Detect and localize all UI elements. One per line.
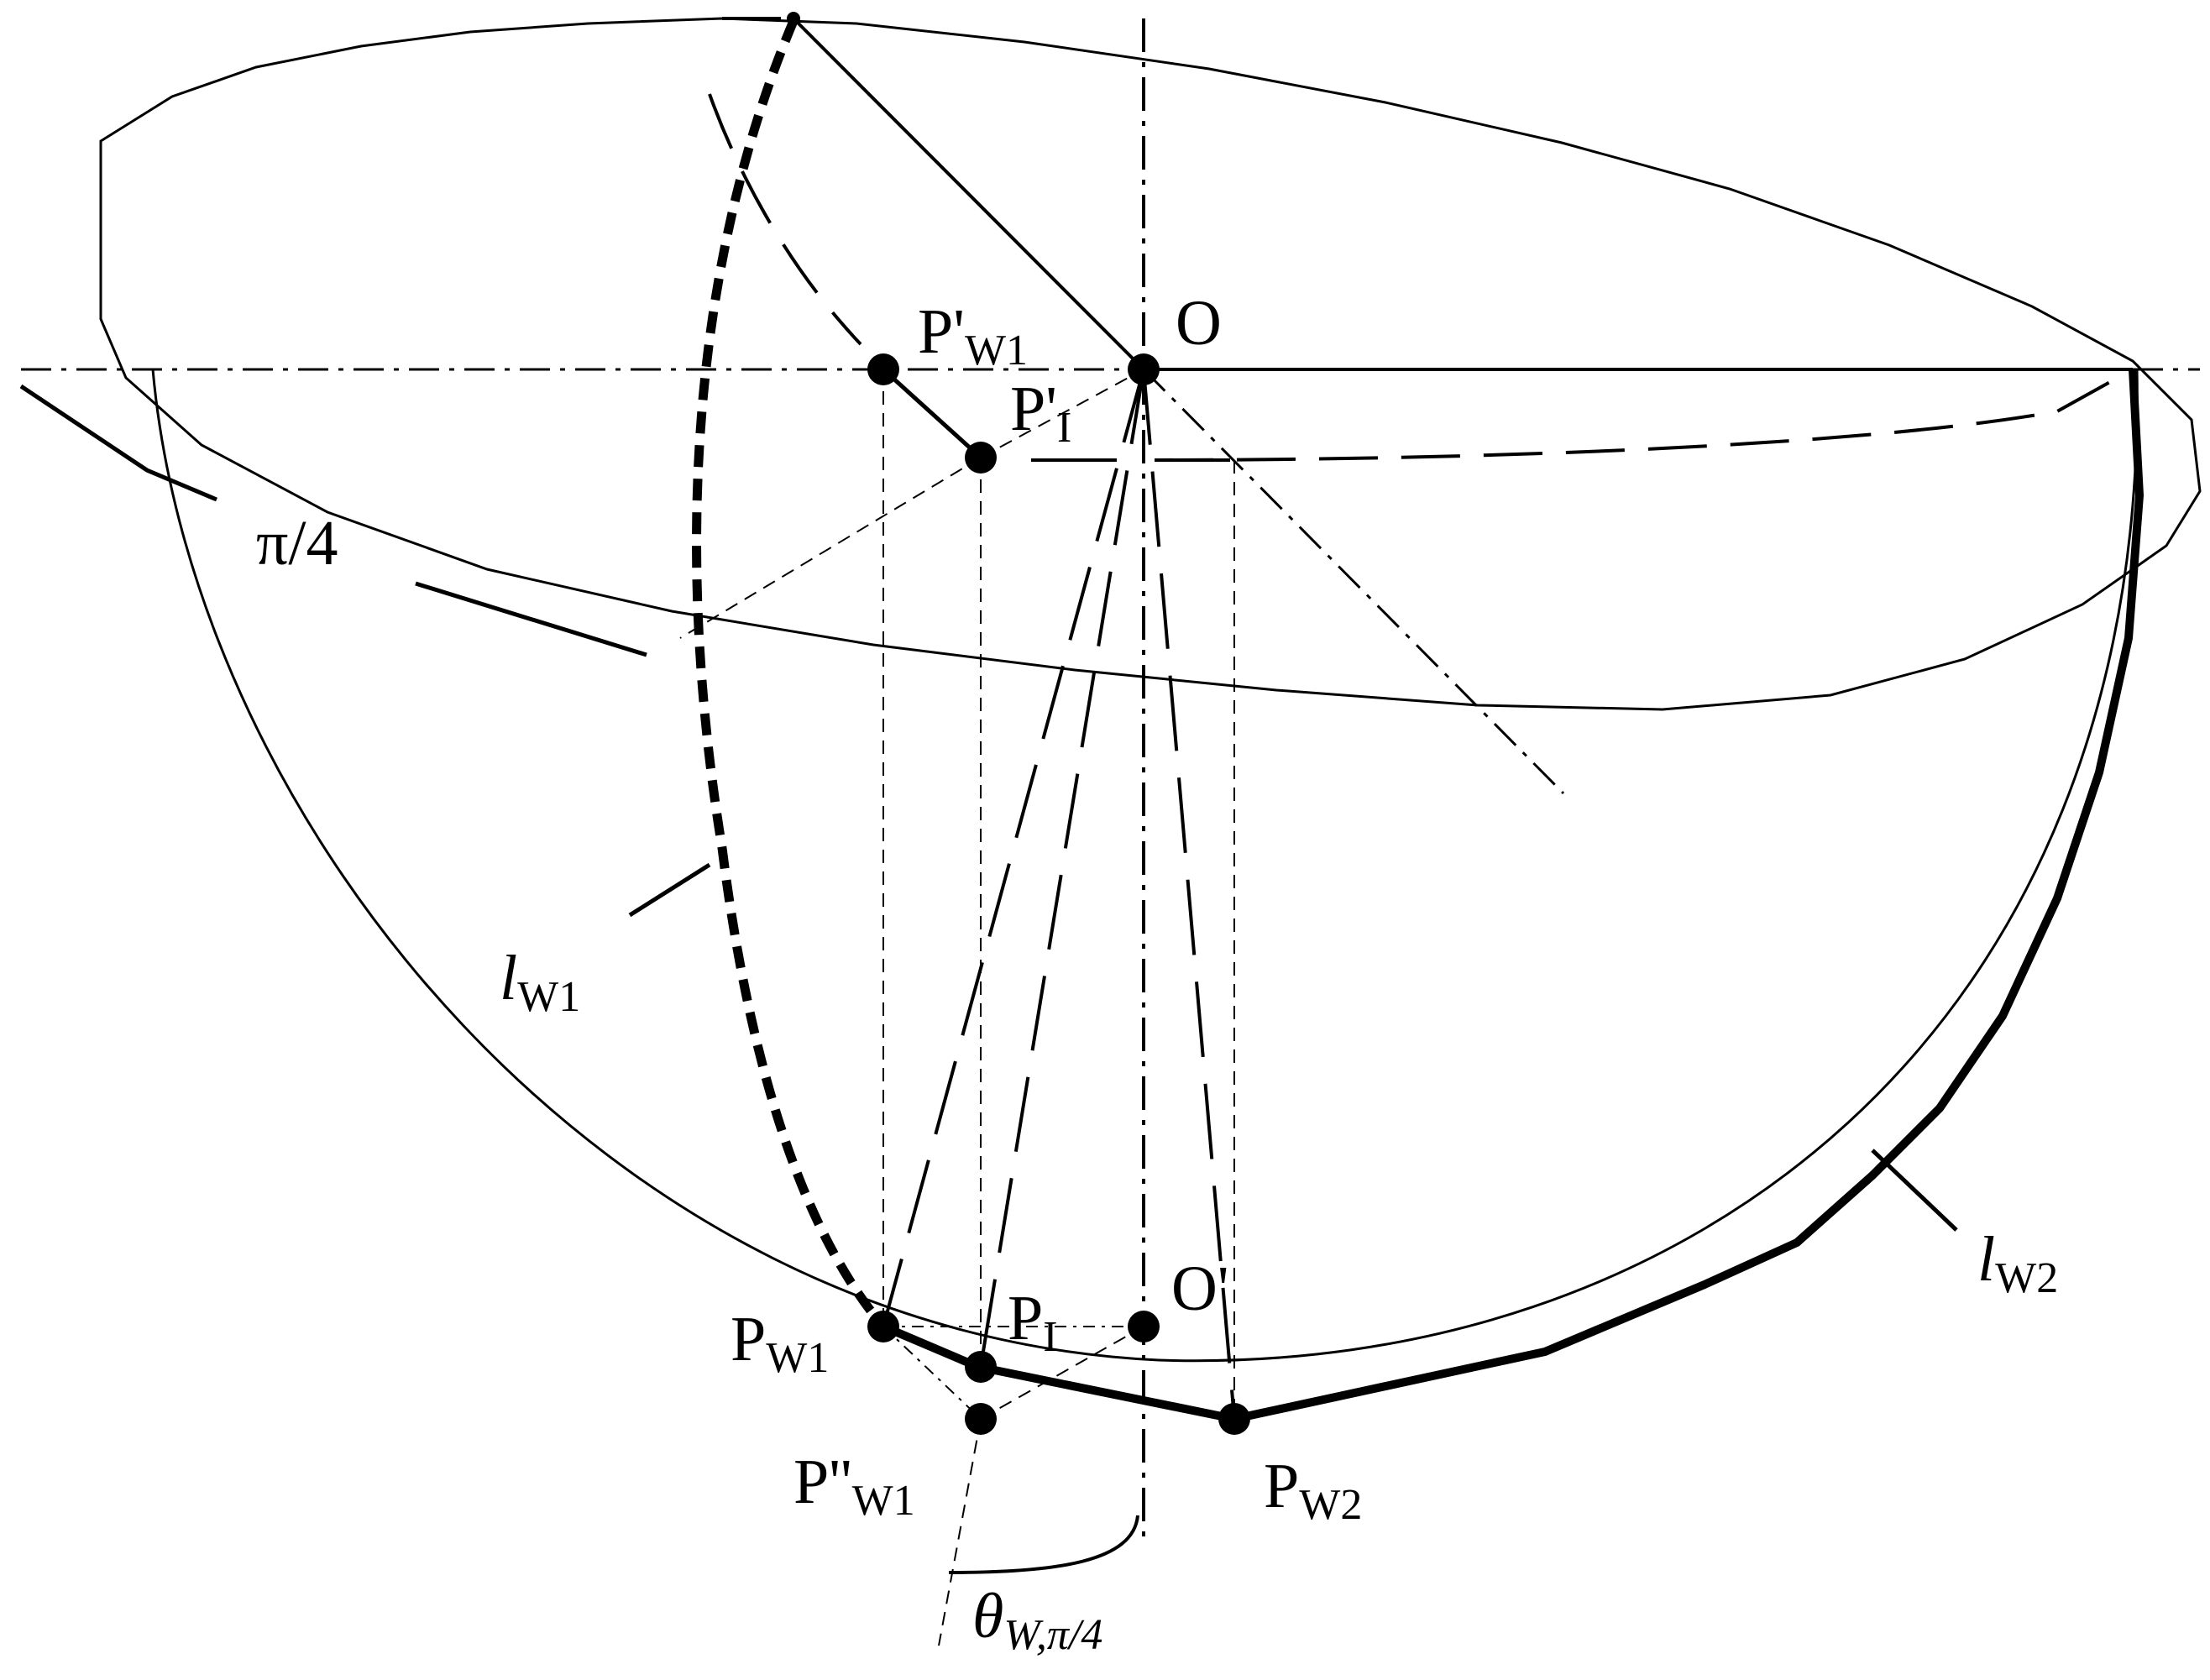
label-PI-sub: I: [1043, 1313, 1057, 1361]
label-Pdd-W1: P''W1: [793, 1447, 915, 1525]
label-PW1-sub: W1: [766, 1334, 829, 1382]
hemisphere-outline: [151, 369, 2139, 1363]
lW2-leader: [1871, 1149, 1958, 1232]
label-lW1: lW1: [500, 943, 580, 1021]
dashed-PI-prime-to-O: [980, 369, 1144, 458]
label-Oprime: O': [1171, 1253, 1229, 1324]
label-PW2-main: P: [1264, 1451, 1299, 1521]
label-PI-main: P: [1008, 1283, 1043, 1353]
label-lW2-main: l: [1977, 1224, 1995, 1295]
pi4-diagonal-axis: [1142, 368, 1565, 795]
label-P-prime-W1-main: P': [918, 296, 965, 367]
label-O: O: [1176, 288, 1222, 359]
curve-lW1: [692, 18, 888, 1330]
label-Pdd-W1-sub: W1: [852, 1477, 915, 1525]
label-pi4: π/4: [256, 508, 338, 578]
radius-top-to-O: [792, 17, 1145, 371]
dashed-O-to-PW2: [1142, 369, 1236, 1420]
label-P-prime-I: P'I: [1010, 374, 1071, 452]
label-lW1-main: l: [500, 943, 517, 1013]
theta-arc: [948, 1515, 1139, 1574]
segment-PW1-PI-prime: [882, 368, 982, 459]
label-PI: PI: [1008, 1283, 1058, 1361]
label-lW2: lW2: [1977, 1224, 2058, 1302]
point-P-prime-I: [965, 442, 997, 474]
point-top: [787, 12, 800, 25]
point-Pdd-W1: [965, 1403, 997, 1435]
dashed-Pdd-to-Oprime: [980, 1326, 1144, 1420]
label-P-prime-W1-sub: W1: [965, 327, 1028, 374]
label-P-prime-I-sub: I: [1057, 404, 1071, 452]
label-PW2: PW2: [1264, 1451, 1362, 1529]
dashed-arc-top-left: [708, 17, 862, 346]
label-P-prime-W1: P'W1: [918, 296, 1028, 374]
dashed-curve-right: [1154, 368, 2134, 462]
point-PI: [965, 1351, 997, 1383]
point-P-prime-W1: [867, 353, 899, 385]
label-lW1-sub: W1: [517, 973, 580, 1021]
label-PW1-main: P: [731, 1304, 766, 1374]
lW1-leader: [628, 862, 711, 918]
label-theta-sub: W,π/4: [1003, 1611, 1102, 1659]
label-PW1: PW1: [731, 1304, 829, 1382]
dashed-O-to-PI: [979, 369, 1145, 1368]
rim-ellipse: [99, 17, 2202, 711]
label-PW2-sub: W2: [1299, 1481, 1362, 1529]
curve-lW2: [882, 369, 2144, 1423]
label-P-prime-I-main: P': [1010, 374, 1057, 444]
dashdot-PW1-to-Pdd: [882, 1326, 982, 1420]
point-Oprime: [1128, 1311, 1160, 1342]
pi4-leader: [19, 384, 647, 657]
point-PW2: [1218, 1403, 1250, 1435]
label-theta-main: θ: [972, 1581, 1003, 1651]
point-PW1: [867, 1311, 899, 1342]
label-lW2-sub: W2: [1995, 1254, 2058, 1302]
dashed-O-to-PW1: [882, 369, 1145, 1327]
label-Pdd-W1-main: P'': [793, 1447, 852, 1517]
dashed-Pdd-down: [938, 1418, 982, 1646]
point-O: [1128, 353, 1160, 385]
dashed-PI-prime-left: [679, 457, 982, 639]
label-theta: θW,π/4: [972, 1581, 1102, 1659]
